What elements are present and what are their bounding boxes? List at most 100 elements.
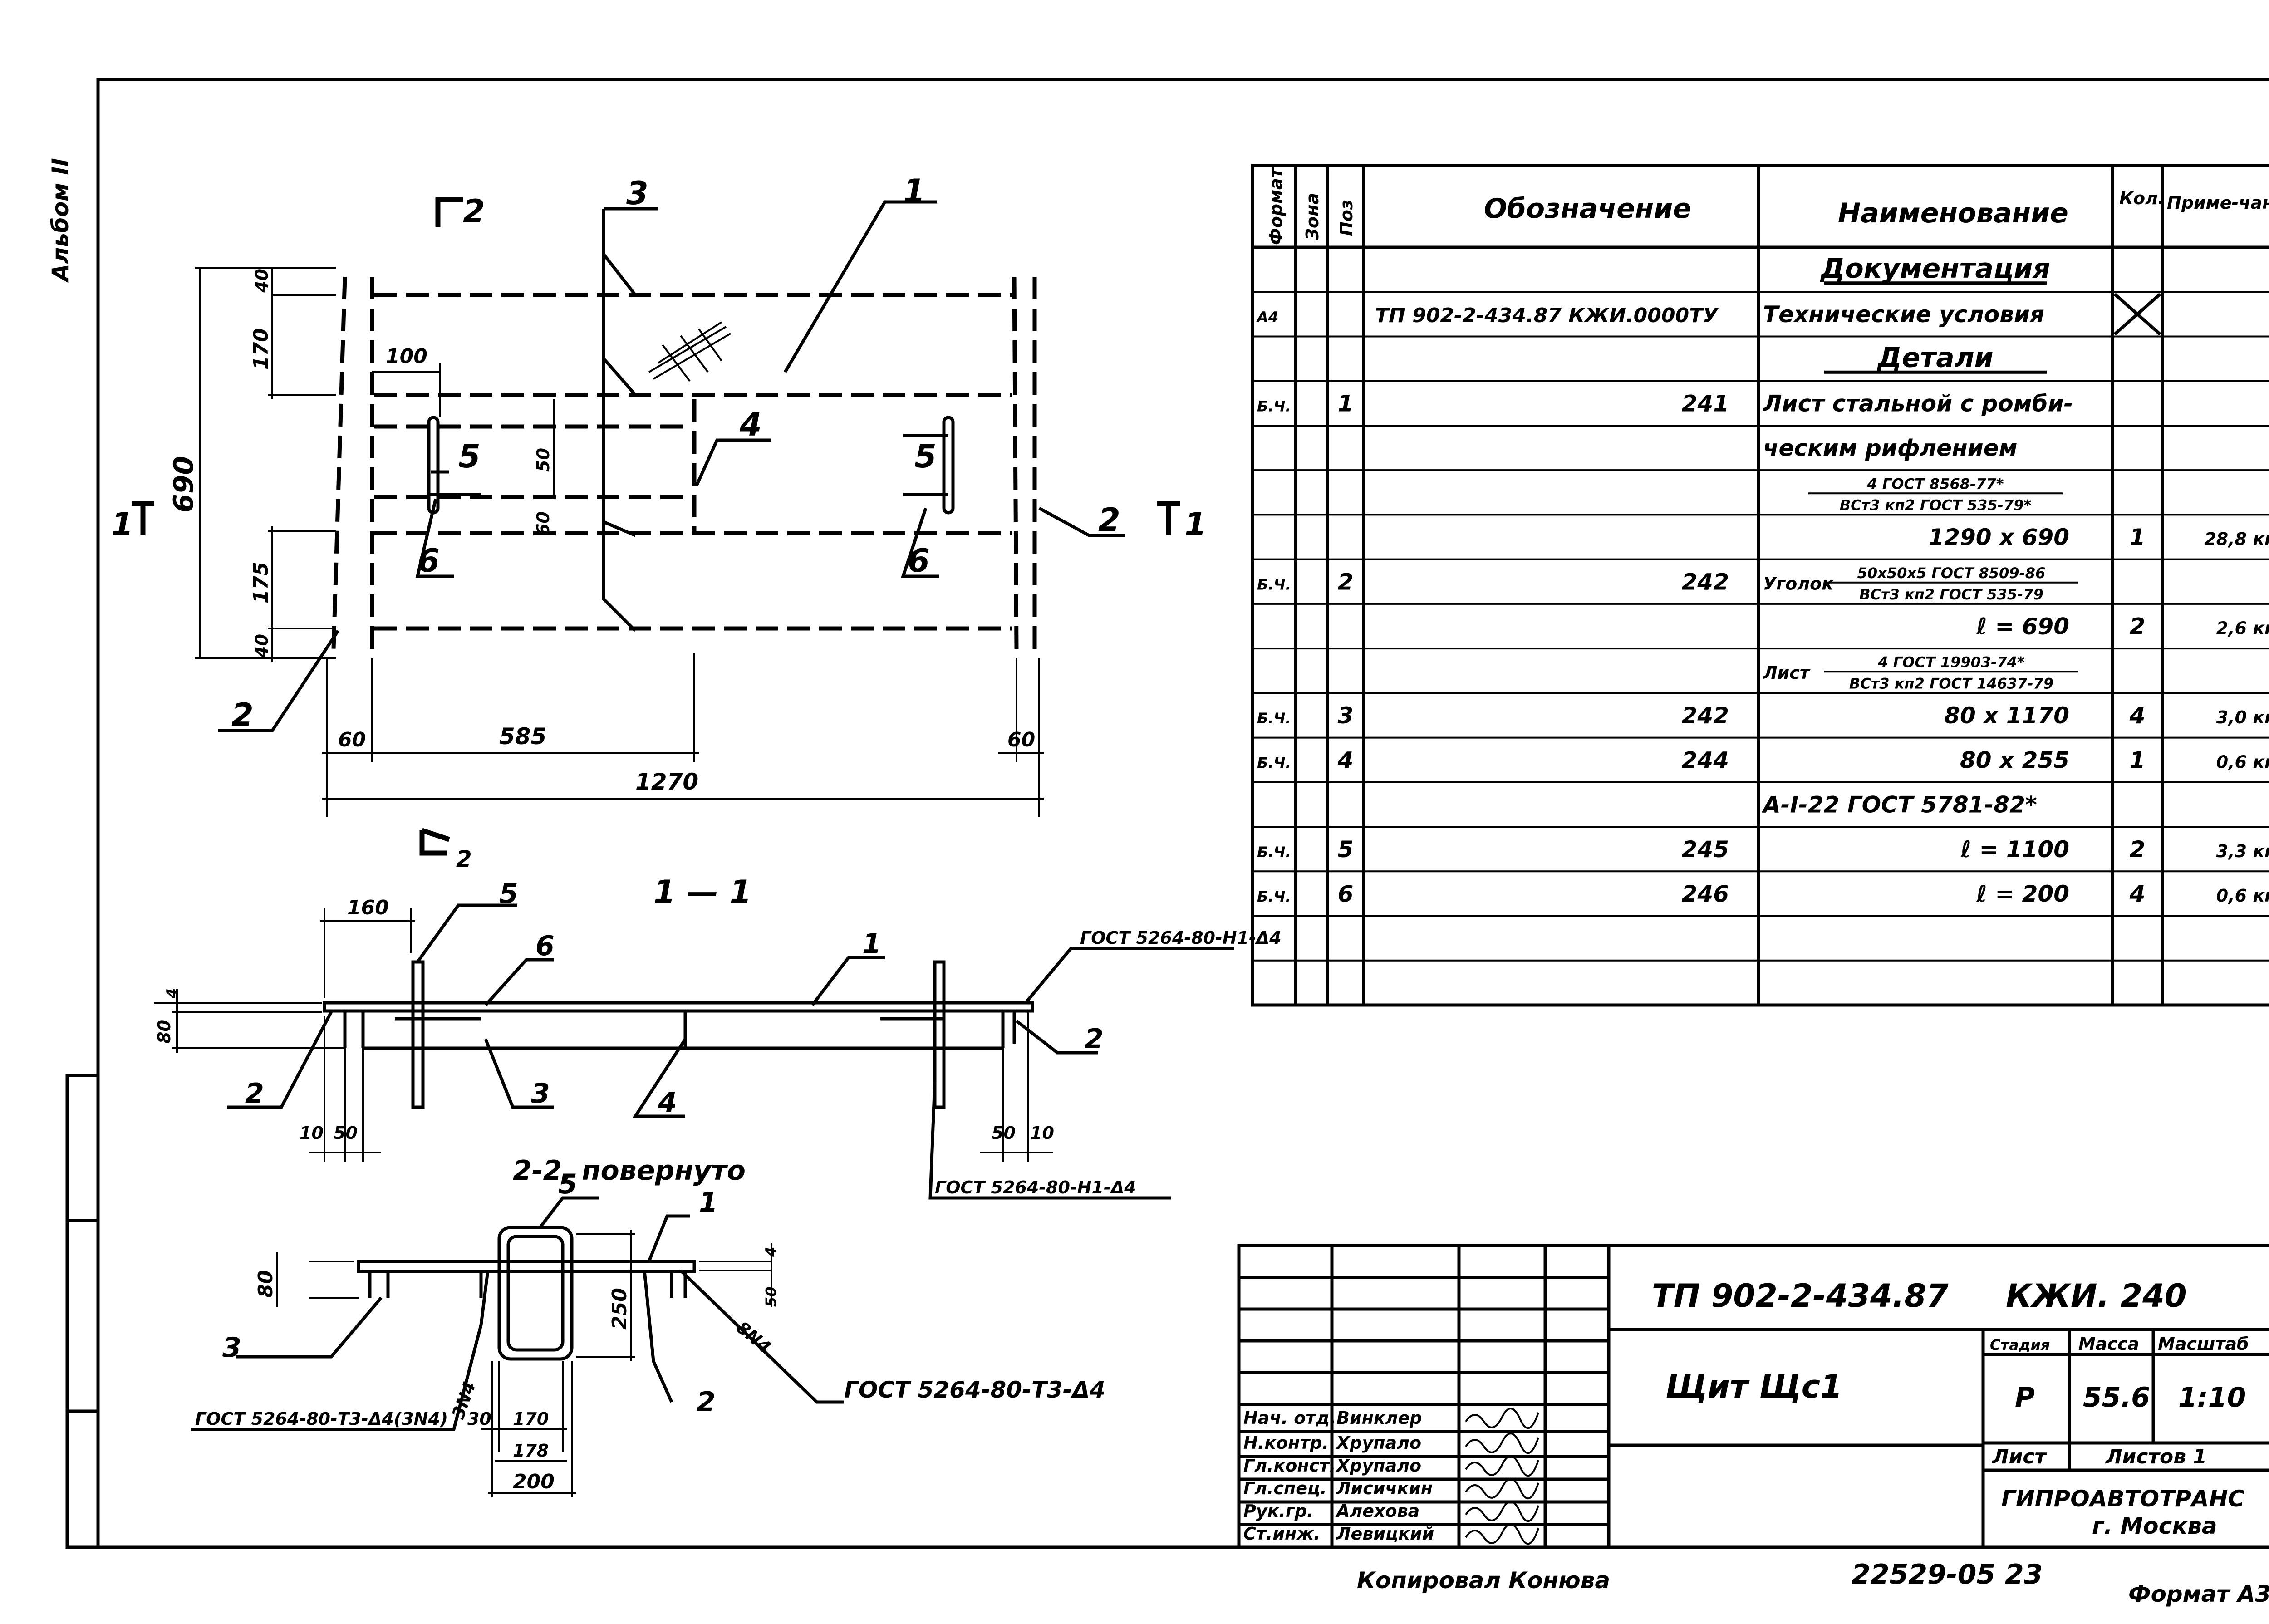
footer-format: Формат А3 [2128, 1581, 2269, 1607]
spec-cell-name: Технические условия [1763, 301, 2044, 328]
spec-cell-format: Б.Ч. [1257, 754, 1291, 771]
spec-header-zone: Зона [1302, 193, 1322, 241]
tb-org: ГИПРОАВТОТРАНС [2001, 1486, 2244, 1512]
title-block: ТП 902-2-434.87 КЖИ. 240 Щит Щс1 Стадия … [1237, 1244, 2269, 1549]
s22-callout-5: 5 [558, 1168, 577, 1200]
signature-role: Рук.гр. [1243, 1501, 1313, 1521]
dim-40-bottom: 40 [252, 634, 272, 658]
spec-cell-frac-bottom: ВСт3 кп2 ГОСТ 535-79 [1859, 586, 2043, 603]
callout-2a: 2 [1098, 501, 1120, 539]
spec-cell-designation: 246 [1682, 881, 1729, 907]
spec-cell-format: Б.Ч. [1257, 576, 1291, 593]
dim-40-top: 40 [252, 269, 272, 293]
callout-2b: 2 [231, 697, 254, 734]
spec-header-format: Формат [1266, 167, 1286, 245]
spec-header-note: Приме-чание [2167, 193, 2269, 213]
callout-5b: 5 [914, 438, 937, 475]
tb-mass-label: Масса [2078, 1334, 2139, 1354]
dim-690: 690 [168, 456, 200, 513]
tb-city: г. Москва [2092, 1513, 2217, 1539]
signature-role: Н.контр. [1243, 1433, 1329, 1453]
spec-cell-qty: 4 [2129, 881, 2146, 907]
spec-cell-designation: 242 [1682, 702, 1729, 729]
callout-3: 3 [626, 175, 648, 212]
s11-callout-2-right: 2 [1085, 1023, 1104, 1055]
spec-header-pos: Поз [1336, 200, 1356, 236]
section-1-1: 1 — 1 5 6 1 2 3 4 2 ГОСТ 5264-80-Н1-Δ4 Г… [154, 873, 1282, 1200]
s11-dim-10-right: 10 [1030, 1123, 1054, 1143]
section-mark-1-right: 1 [1184, 506, 1207, 543]
spec-cell-note: 2,6 кг [2216, 618, 2269, 638]
spec-cell-note: 28,8 кг [2204, 529, 2269, 549]
section-mark-2-bottom: 2 [456, 846, 472, 872]
spec-cell-name: ℓ = 690 [1976, 613, 2069, 640]
spec-cell-designation: 242 [1682, 569, 1729, 595]
s22-dim-170: 170 [513, 1409, 549, 1429]
spec-cell-pos: 5 [1338, 836, 1354, 863]
footer-number: 22529-05 23 [1852, 1559, 2043, 1590]
spec-cell-qty: 1 [2130, 747, 2146, 773]
spec-cell-name: 80 х 1170 [1944, 702, 2069, 729]
dim-50: 50 [533, 448, 553, 472]
spec-cell-pos: 2 [1338, 569, 1354, 595]
spec-cell-name: Лист стальной с ромби- [1762, 391, 2073, 417]
spec-cell-name: А-I-22 ГОСТ 5781-82* [1761, 792, 2037, 818]
spec-cell-pos: 6 [1338, 881, 1354, 907]
signature-role: Нач. отд. [1243, 1408, 1336, 1428]
binding-strip [65, 1074, 100, 1549]
spec-cell-frac-top: 4 ГОСТ 8568-77* [1866, 475, 2004, 492]
callout-1: 1 [903, 172, 925, 210]
spec-table: Формат Зона Поз Обозначение Наименование… [1251, 164, 2269, 1007]
spec-cell-format: Б.Ч. [1257, 844, 1291, 861]
s22-callout-1: 1 [699, 1187, 718, 1218]
s11-callout-5: 5 [499, 878, 518, 910]
dim-60: 60 [533, 511, 553, 535]
s11-dim-50-right: 50 [992, 1123, 1016, 1143]
spec-cell-format: Б.Ч. [1257, 398, 1291, 415]
signature-role: Ст.инж. [1243, 1524, 1320, 1544]
spec-cell-note: 0,6 кг [2216, 886, 2269, 906]
signature-name: Хрупало [1336, 1433, 1421, 1453]
spec-cell-name: ℓ = 1100 [1960, 836, 2069, 863]
signature-scribble [1465, 1478, 1539, 1500]
tb-stage-label: Стадия [1990, 1336, 2050, 1354]
dim-60-right: 60 [1007, 728, 1035, 751]
spec-cell-qty: 4 [2129, 702, 2146, 729]
tb-doc-code: ТП 902-2-434.87 [1652, 1277, 1949, 1315]
s11-callout-3: 3 [531, 1078, 550, 1109]
s22-dim-30: 30 [467, 1409, 491, 1429]
spec-cell-frac-bottom: ВСт3 кп2 ГОСТ 14637-79 [1849, 675, 2053, 692]
callout-5a: 5 [458, 438, 481, 475]
spec-cell-designation: 244 [1682, 747, 1729, 773]
s11-callout-6: 6 [535, 930, 555, 962]
signature-name: Винклер [1336, 1408, 1422, 1428]
drawing-frame [96, 78, 2269, 1549]
spec-header-name: Наименование [1838, 197, 2068, 229]
spec-cell-designation: ТП 902-2-434.87 КЖИ.0000ТУ [1375, 304, 1719, 327]
signature-role: Гл.конст. [1243, 1456, 1336, 1476]
signature-scribble [1465, 1523, 1539, 1545]
spec-cell-note: 0,6 кг [2216, 752, 2269, 772]
s22-weld-mark-right: 8N4 [732, 1317, 775, 1357]
s22-dim-80: 80 [254, 1270, 277, 1298]
tb-stage: Р [2015, 1382, 2035, 1413]
s11-dim-160: 160 [347, 896, 389, 919]
footer-copied: Копировал Конюва [1357, 1567, 1610, 1594]
s22-dim-50: 50 [762, 1286, 780, 1307]
tb-sheets-label: Листов 1 [2105, 1445, 2207, 1468]
signature-scribble [1465, 1433, 1539, 1454]
signature-scribble [1465, 1455, 1539, 1477]
plan-view: 1 3 4 5 5 6 6 2 2 2 2 1 1 40 170 690 175 [111, 172, 1207, 872]
tb-item-name: Щит Щс1 [1665, 1368, 1842, 1405]
spec-cell-format: А4 [1256, 309, 1278, 326]
spec-cell-name: ℓ = 200 [1976, 881, 2069, 907]
spec-cell-name: Документация [1820, 253, 2050, 285]
spec-cell-format: Б.Ч. [1257, 888, 1291, 905]
spec-cell-frac-top: 50х50х5 ГОСТ 8509-86 [1857, 564, 2046, 582]
spec-cell-name: Лист [1763, 663, 1811, 683]
section-mark-1-left: 1 [111, 506, 133, 543]
s11-dim-10-left: 10 [300, 1123, 324, 1143]
signature-name: Левицкий [1336, 1524, 1434, 1544]
dim-170: 170 [250, 328, 273, 370]
